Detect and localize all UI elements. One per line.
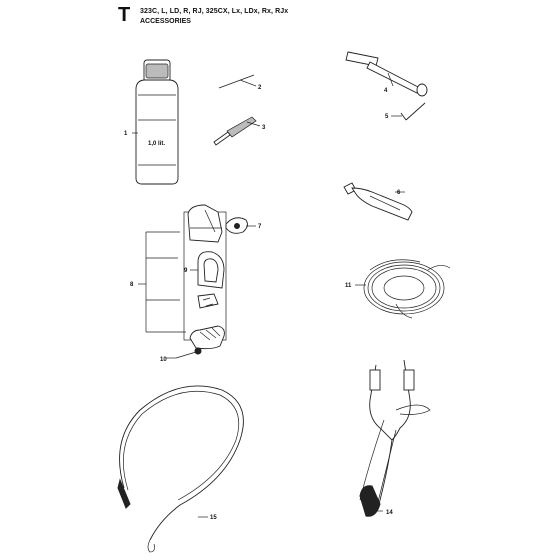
diagram-header: T 323C, L, LD, R, RJ, 325CX, Lx, LDx, Rx… [0,0,560,60]
part-7-clip[interactable] [225,217,256,234]
part-6-holder[interactable] [138,204,227,341]
part-10-grease-tube[interactable] [343,182,413,221]
part-3-file[interactable] [213,116,261,146]
page-title: ACCESSORIES [140,18,191,25]
part-4-spanner[interactable] [345,51,428,97]
bottle-label: 1,0 lit. [148,141,165,147]
callout-1: 1 [124,131,128,137]
part-6-clamp[interactable] [189,325,225,350]
callout-15: 15 [210,515,217,521]
section-letter: T [118,4,131,26]
callout-2: 2 [258,85,262,91]
part-6-bracket[interactable] [197,293,219,309]
callout-14: 14 [386,510,393,516]
part-11-coil[interactable] [355,259,451,319]
callout-6: 8 [130,282,134,288]
part-1-bottle[interactable]: 1,0 lit. [132,59,179,185]
part-5-hex-key[interactable] [391,102,426,121]
callout-11: 11 [345,283,352,289]
model-list: 323C, L, LD, R, RJ, 325CX, Lx, LDx, Rx, … [140,8,289,15]
part-15-strap[interactable] [117,385,244,553]
callout-10: 6 [397,190,401,196]
part-2-pin[interactable] [218,74,257,89]
callout-3: 3 [262,125,266,131]
callout-7: 7 [258,224,262,230]
part-14-harness[interactable] [359,359,431,517]
part-9-screw[interactable] [166,347,202,359]
callout-4: 4 [384,88,388,94]
callout-9: 10 [160,357,167,363]
part-8-ring[interactable] [190,251,225,289]
callout-5: 5 [385,114,389,120]
callout-8: 9 [184,268,188,274]
